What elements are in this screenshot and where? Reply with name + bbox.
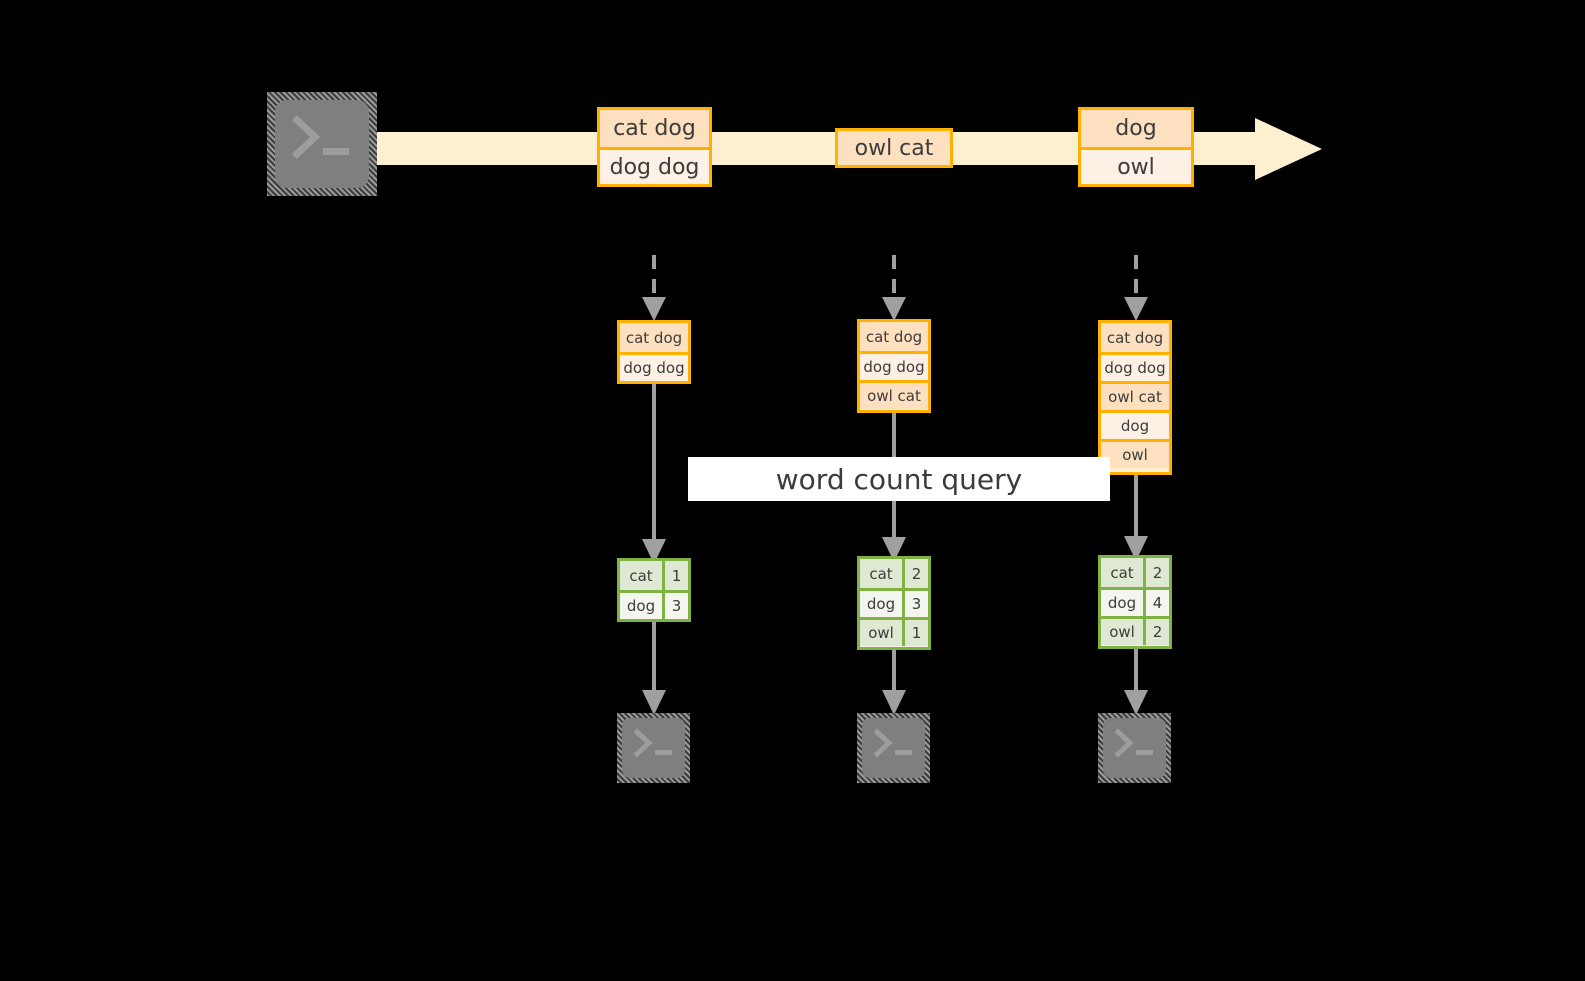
snapshot-1-input-row-0: cat dog bbox=[860, 322, 928, 351]
snapshot-2-result-count-2: 2 bbox=[1143, 619, 1169, 645]
snapshot-2-input-row-3: dog bbox=[1101, 410, 1169, 439]
stream-event-2-row-0: dog bbox=[1081, 110, 1191, 147]
stream-arrowhead bbox=[1255, 118, 1322, 180]
snapshot-0-input-row-0: cat dog bbox=[620, 323, 688, 352]
terminal-body bbox=[275, 100, 369, 188]
snapshot-0-input-row-1: dog dog bbox=[620, 352, 688, 381]
snapshot-1-sink-terminal-icon bbox=[857, 713, 930, 783]
snapshot-1-result-count-0: 2 bbox=[902, 559, 928, 588]
snapshot-0-result-table: cat 1 dog 3 bbox=[617, 558, 691, 622]
snapshot-2-input-table: cat dog dog dog owl cat dog owl bbox=[1098, 320, 1172, 475]
snapshot-2-result-row-0: cat 2 bbox=[1101, 558, 1169, 587]
snapshot-1-result-row-0: cat 2 bbox=[860, 559, 928, 588]
query-arrow-2 bbox=[1122, 475, 1150, 563]
stream-event-0-row-1: dog dog bbox=[600, 147, 709, 184]
stream-event-1-row-0: owl cat bbox=[838, 131, 950, 165]
stream-event-0: cat dog dog dog bbox=[597, 107, 712, 187]
snapshot-1-result-row-2: owl 1 bbox=[860, 617, 928, 646]
snapshot-2-result-word-0: cat bbox=[1101, 558, 1143, 587]
sink-arrow-1 bbox=[880, 650, 908, 717]
snapshot-1-input-row-2: owl cat bbox=[860, 380, 928, 409]
snapshot-0-result-count-1: 3 bbox=[662, 593, 688, 619]
snapshot-2-input-row-0: cat dog bbox=[1101, 323, 1169, 352]
terminal-body bbox=[1103, 718, 1166, 778]
snapshot-1-result-word-1: dog bbox=[860, 591, 902, 617]
snapshot-1-input-row-1: dog dog bbox=[860, 351, 928, 380]
snapshot-2-result-word-1: dog bbox=[1101, 590, 1143, 616]
snapshot-1-result-word-2: owl bbox=[860, 620, 902, 646]
snapshot-2-result-count-0: 2 bbox=[1143, 558, 1169, 587]
snapshot-0-sink-terminal-icon bbox=[617, 713, 690, 783]
stream-event-2: dog owl bbox=[1078, 107, 1194, 187]
dashed-connector-1 bbox=[880, 255, 908, 323]
terminal-body bbox=[862, 718, 925, 778]
snapshot-0-result-row-1: dog 3 bbox=[620, 590, 688, 619]
stream-event-1: owl cat bbox=[835, 128, 953, 168]
snapshot-0-result-word-0: cat bbox=[620, 561, 662, 590]
terminal-prompt-icon bbox=[857, 713, 930, 783]
snapshot-2-result-row-2: owl 2 bbox=[1101, 616, 1169, 645]
snapshot-2-sink-terminal-icon bbox=[1098, 713, 1171, 783]
snapshot-2-input-row-2: owl cat bbox=[1101, 381, 1169, 410]
snapshot-1-result-row-1: dog 3 bbox=[860, 588, 928, 617]
snapshot-0-input-table: cat dog dog dog bbox=[617, 320, 691, 384]
snapshot-2-result-table: cat 2 dog 4 owl 2 bbox=[1098, 555, 1172, 649]
dashed-connector-2 bbox=[1122, 255, 1150, 323]
source-terminal-icon bbox=[267, 92, 377, 196]
snapshot-2-result-row-1: dog 4 bbox=[1101, 587, 1169, 616]
stream-event-0-row-0: cat dog bbox=[600, 110, 709, 147]
terminal-prompt-icon bbox=[267, 92, 377, 196]
sink-arrow-0 bbox=[640, 622, 668, 717]
stream-event-2-row-1: owl bbox=[1081, 147, 1191, 184]
snapshot-0-result-count-0: 1 bbox=[662, 561, 688, 590]
snapshot-1-result-count-2: 1 bbox=[902, 620, 928, 646]
snapshot-0-result-row-0: cat 1 bbox=[620, 561, 688, 590]
snapshot-0-result-word-1: dog bbox=[620, 593, 662, 619]
snapshot-2-input-row-1: dog dog bbox=[1101, 352, 1169, 381]
snapshot-1-input-table: cat dog dog dog owl cat bbox=[857, 319, 931, 413]
snapshot-1-result-word-0: cat bbox=[860, 559, 902, 588]
query-arrow-0 bbox=[640, 384, 668, 566]
snapshot-2-result-count-1: 4 bbox=[1143, 590, 1169, 616]
snapshot-2-result-word-2: owl bbox=[1101, 619, 1143, 645]
sink-arrow-2 bbox=[1122, 649, 1150, 717]
snapshot-1-result-count-1: 3 bbox=[902, 591, 928, 617]
terminal-body bbox=[622, 718, 685, 778]
terminal-prompt-icon bbox=[1098, 713, 1171, 783]
dashed-connector-0 bbox=[640, 255, 668, 323]
snapshot-2-input-row-4: owl bbox=[1101, 439, 1169, 468]
snapshot-1-result-table: cat 2 dog 3 owl 1 bbox=[857, 556, 931, 650]
query-label-band: word count query bbox=[688, 457, 1110, 501]
terminal-prompt-icon bbox=[617, 713, 690, 783]
